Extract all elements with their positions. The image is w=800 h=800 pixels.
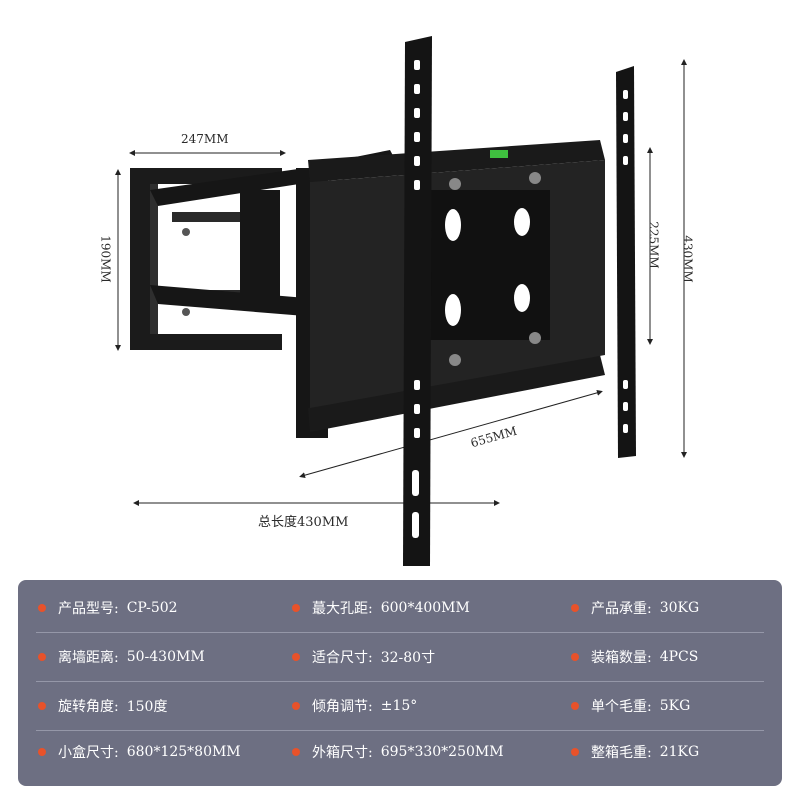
spec-value: CP-502	[126, 600, 178, 616]
bullet-icon	[38, 702, 46, 710]
bullet-icon	[292, 604, 300, 612]
spec-item: 适合尺寸: 32-80寸	[292, 633, 435, 681]
spec-value: ±15°	[380, 698, 418, 714]
bullet-icon	[38, 653, 46, 661]
bullet-icon	[292, 653, 300, 661]
spec-label: 蕞大孔距:	[312, 601, 373, 617]
bullet-icon	[571, 604, 579, 612]
spec-item: 蕞大孔距: 600*400MM	[292, 584, 470, 632]
spec-value: 21KG	[659, 744, 700, 760]
spec-label: 适合尺寸:	[312, 650, 373, 666]
spec-value: 50-430MM	[126, 649, 205, 665]
spec-label: 产品型号:	[58, 601, 119, 617]
row-divider	[36, 730, 764, 731]
spec-item: 离墙距离: 50-430MM	[38, 633, 205, 681]
spec-label: 单个毛重:	[591, 699, 652, 715]
spec-label: 装箱数量:	[591, 650, 652, 666]
spec-value: 150度	[126, 699, 168, 715]
plate-height-label: 225MM	[646, 221, 661, 269]
spec-label: 外箱尺寸:	[312, 745, 373, 761]
spec-value: 600*400MM	[380, 600, 470, 616]
spec-item: 装箱数量: 4PCS	[571, 633, 698, 681]
row-divider	[36, 632, 764, 633]
spec-item: 产品型号: CP-502	[38, 584, 178, 632]
bullet-icon	[571, 748, 579, 756]
spec-value: 5KG	[659, 698, 691, 714]
row-divider	[36, 681, 764, 682]
strap-holes	[412, 60, 628, 538]
spec-label: 产品承重:	[591, 601, 652, 617]
total-height-label: 430MM	[680, 235, 695, 283]
spec-value: 30KG	[659, 600, 700, 616]
spec-item: 旋转角度: 150度	[38, 682, 167, 730]
spec-item: 倾角调节: ±15°	[292, 682, 417, 730]
plate-width-dimension-line	[299, 389, 603, 479]
spec-label: 旋转角度:	[58, 699, 119, 715]
spec-row: 旋转角度: 150度 倾角调节: ±15° 单个毛重: 5KG	[18, 682, 782, 730]
total-length-label: 总长度430MM	[258, 515, 349, 530]
spec-item: 外箱尺寸: 695*330*250MM	[292, 728, 504, 776]
spec-label: 离墙距离:	[58, 650, 119, 666]
spec-item: 产品承重: 30KG	[571, 584, 699, 632]
product-illustration: 247MM 190MM 225MM 430MM 655MM 总长度430MM	[98, 36, 695, 566]
spec-panel: 产品型号: CP-502 蕞大孔距: 600*400MM 产品承重: 30KG …	[18, 580, 782, 786]
spec-label: 倾角调节:	[312, 699, 373, 715]
spec-item: 单个毛重: 5KG	[571, 682, 690, 730]
spec-item: 整箱毛重: 21KG	[571, 728, 699, 776]
spec-value: 4PCS	[659, 649, 699, 665]
bullet-icon	[571, 653, 579, 661]
spec-row: 离墙距离: 50-430MM 适合尺寸: 32-80寸 装箱数量: 4PCS	[18, 633, 782, 681]
bullet-icon	[292, 748, 300, 756]
bullet-icon	[38, 748, 46, 756]
top-width-label: 247MM	[181, 132, 229, 146]
bullet-icon	[38, 604, 46, 612]
bullet-icon	[292, 702, 300, 710]
spec-value: 695*330*250MM	[380, 744, 504, 760]
left-height-label: 190MM	[98, 235, 113, 283]
spec-label: 整箱毛重:	[591, 745, 652, 761]
vertical-straps	[403, 36, 636, 566]
bullet-icon	[571, 702, 579, 710]
spec-value: 680*125*80MM	[126, 744, 241, 760]
spec-item: 小盒尺寸: 680*125*80MM	[38, 728, 241, 776]
spec-row: 产品型号: CP-502 蕞大孔距: 600*400MM 产品承重: 30KG	[18, 584, 782, 632]
tv-mount-drawing	[115, 36, 687, 566]
horizontal-rails	[308, 140, 605, 432]
spec-label: 小盒尺寸:	[58, 745, 119, 761]
spec-row: 小盒尺寸: 680*125*80MM 外箱尺寸: 695*330*250MM 整…	[18, 728, 782, 776]
spec-value: 32-80寸	[380, 650, 436, 666]
